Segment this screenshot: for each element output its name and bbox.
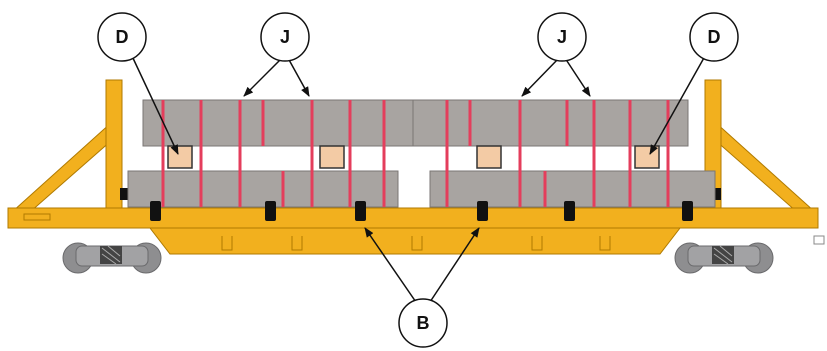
leader-b-right (427, 227, 480, 306)
leader-d-right (649, 55, 706, 155)
bearer-block (265, 201, 276, 221)
spacer-block (476, 145, 502, 169)
callout-label: D (116, 27, 129, 47)
bearer-block (355, 201, 366, 221)
top-right-bundle (412, 99, 689, 147)
top-left-bundle (142, 99, 414, 147)
left-end-step (23, 213, 51, 221)
callout-label: J (557, 27, 567, 47)
left-truck (62, 242, 162, 274)
callout-d-right: D (689, 12, 739, 62)
callout-j-right: J (537, 12, 587, 62)
end-stop-block (713, 188, 721, 200)
callout-j-left: J (260, 12, 310, 62)
leader-j-right-b (564, 57, 591, 97)
bearer-block (150, 201, 161, 221)
bearer-block-icon (150, 201, 693, 221)
bearer-block (682, 201, 693, 221)
callout-circle (689, 12, 739, 62)
underframe-crossmembers (221, 236, 611, 251)
right-end-step (813, 235, 825, 245)
right-truck (674, 242, 774, 274)
callout-b-bottom: B (398, 298, 448, 348)
leader-d-left (131, 55, 179, 155)
spacer-block-icon (167, 145, 660, 169)
bottom-left-bundle (127, 170, 399, 208)
left-bulkhead-post (105, 79, 123, 213)
bearer-block (477, 201, 488, 221)
callout-circle (260, 12, 310, 62)
leader-lines (131, 55, 706, 306)
leader-j-left-a (243, 57, 283, 97)
callout-label: J (280, 27, 290, 47)
lumber-bundle-icon (127, 99, 716, 208)
callout-label: D (708, 27, 721, 47)
spacer-block (167, 145, 193, 169)
leader-b-left (364, 227, 419, 306)
bearer-block (564, 201, 575, 221)
car-deck (7, 207, 819, 229)
spacer-block (319, 145, 345, 169)
car-underframe (148, 227, 682, 255)
steel-band-icon (161, 100, 670, 207)
callout-label: B (417, 313, 430, 333)
callout-d-left: D (97, 12, 147, 62)
end-stop-block (120, 188, 128, 200)
spacer-block (634, 145, 660, 169)
leader-j-left-b (287, 57, 310, 97)
callout-circle (97, 12, 147, 62)
left-bulkhead-brace (10, 120, 113, 213)
right-bulkhead-brace (714, 120, 817, 213)
railcar-icon (7, 79, 825, 274)
callout-circle (398, 298, 448, 348)
leader-j-right-a (521, 57, 560, 97)
callout-circle (537, 12, 587, 62)
